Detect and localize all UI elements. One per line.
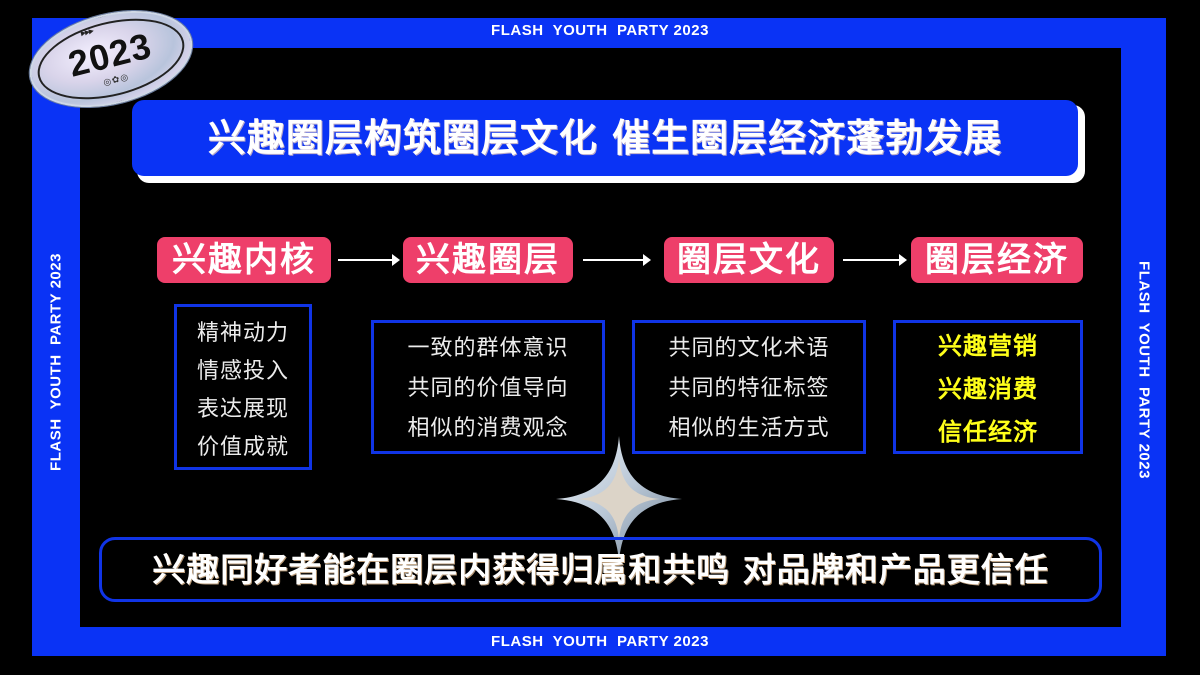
arrow-right-icon [338,254,400,266]
desc-item: 相似的消费观念 [407,416,569,441]
desc-item: 一致的群体意识 [407,336,569,361]
sparkle-star-icon [556,436,682,562]
desc-box-circle-culture: 共同的文化术语 共同的特征标签 相似的生活方式 [632,320,866,454]
desc-item: 相似的生活方式 [668,416,830,441]
desc-item: 共同的特征标签 [668,376,830,401]
frame-label-right: FLASH YOUTH PARTY 2023 [1135,261,1153,479]
desc-box-interest-circle: 一致的群体意识 共同的价值导向 相似的消费观念 [371,320,605,454]
arrow-right-icon [583,254,651,266]
stage-interest-core: 兴趣内核 [157,237,331,283]
desc-item: 共同的文化术语 [668,336,830,361]
desc-box-circle-economy: 兴趣营销 兴趣消费 信任经济 [893,320,1083,454]
arrow-right-icon [843,254,907,266]
frame-label-bottom: FLASH YOUTH PARTY 2023 [491,633,709,650]
stage-circle-economy: 圈层经济 [911,237,1083,283]
desc-item: 表达展现 [196,397,289,422]
stage-interest-circle: 兴趣圈层 [403,237,573,283]
desc-item: 价值成就 [196,435,289,460]
stage-circle-culture: 圈层文化 [664,237,834,283]
page-title: 兴趣圈层构筑圈层文化 催生圈层经济蓬勃发展 [132,100,1078,176]
frame-label-left: FLASH YOUTH PARTY 2023 [47,253,65,471]
desc-item: 共同的价值导向 [407,376,569,401]
econ-item: 兴趣消费 [938,375,1038,403]
frame-label-top: FLASH YOUTH PARTY 2023 [491,22,709,39]
desc-box-interest-core: 精神动力 情感投入 表达展现 价值成就 [174,304,312,470]
desc-item: 精神动力 [196,321,289,346]
desc-item: 情感投入 [196,359,289,384]
econ-item: 信任经济 [938,418,1038,446]
conclusion-banner: 兴趣同好者能在圈层内获得归属和共鸣 对品牌和产品更信任 [99,537,1102,602]
econ-item: 兴趣营销 [938,332,1038,360]
